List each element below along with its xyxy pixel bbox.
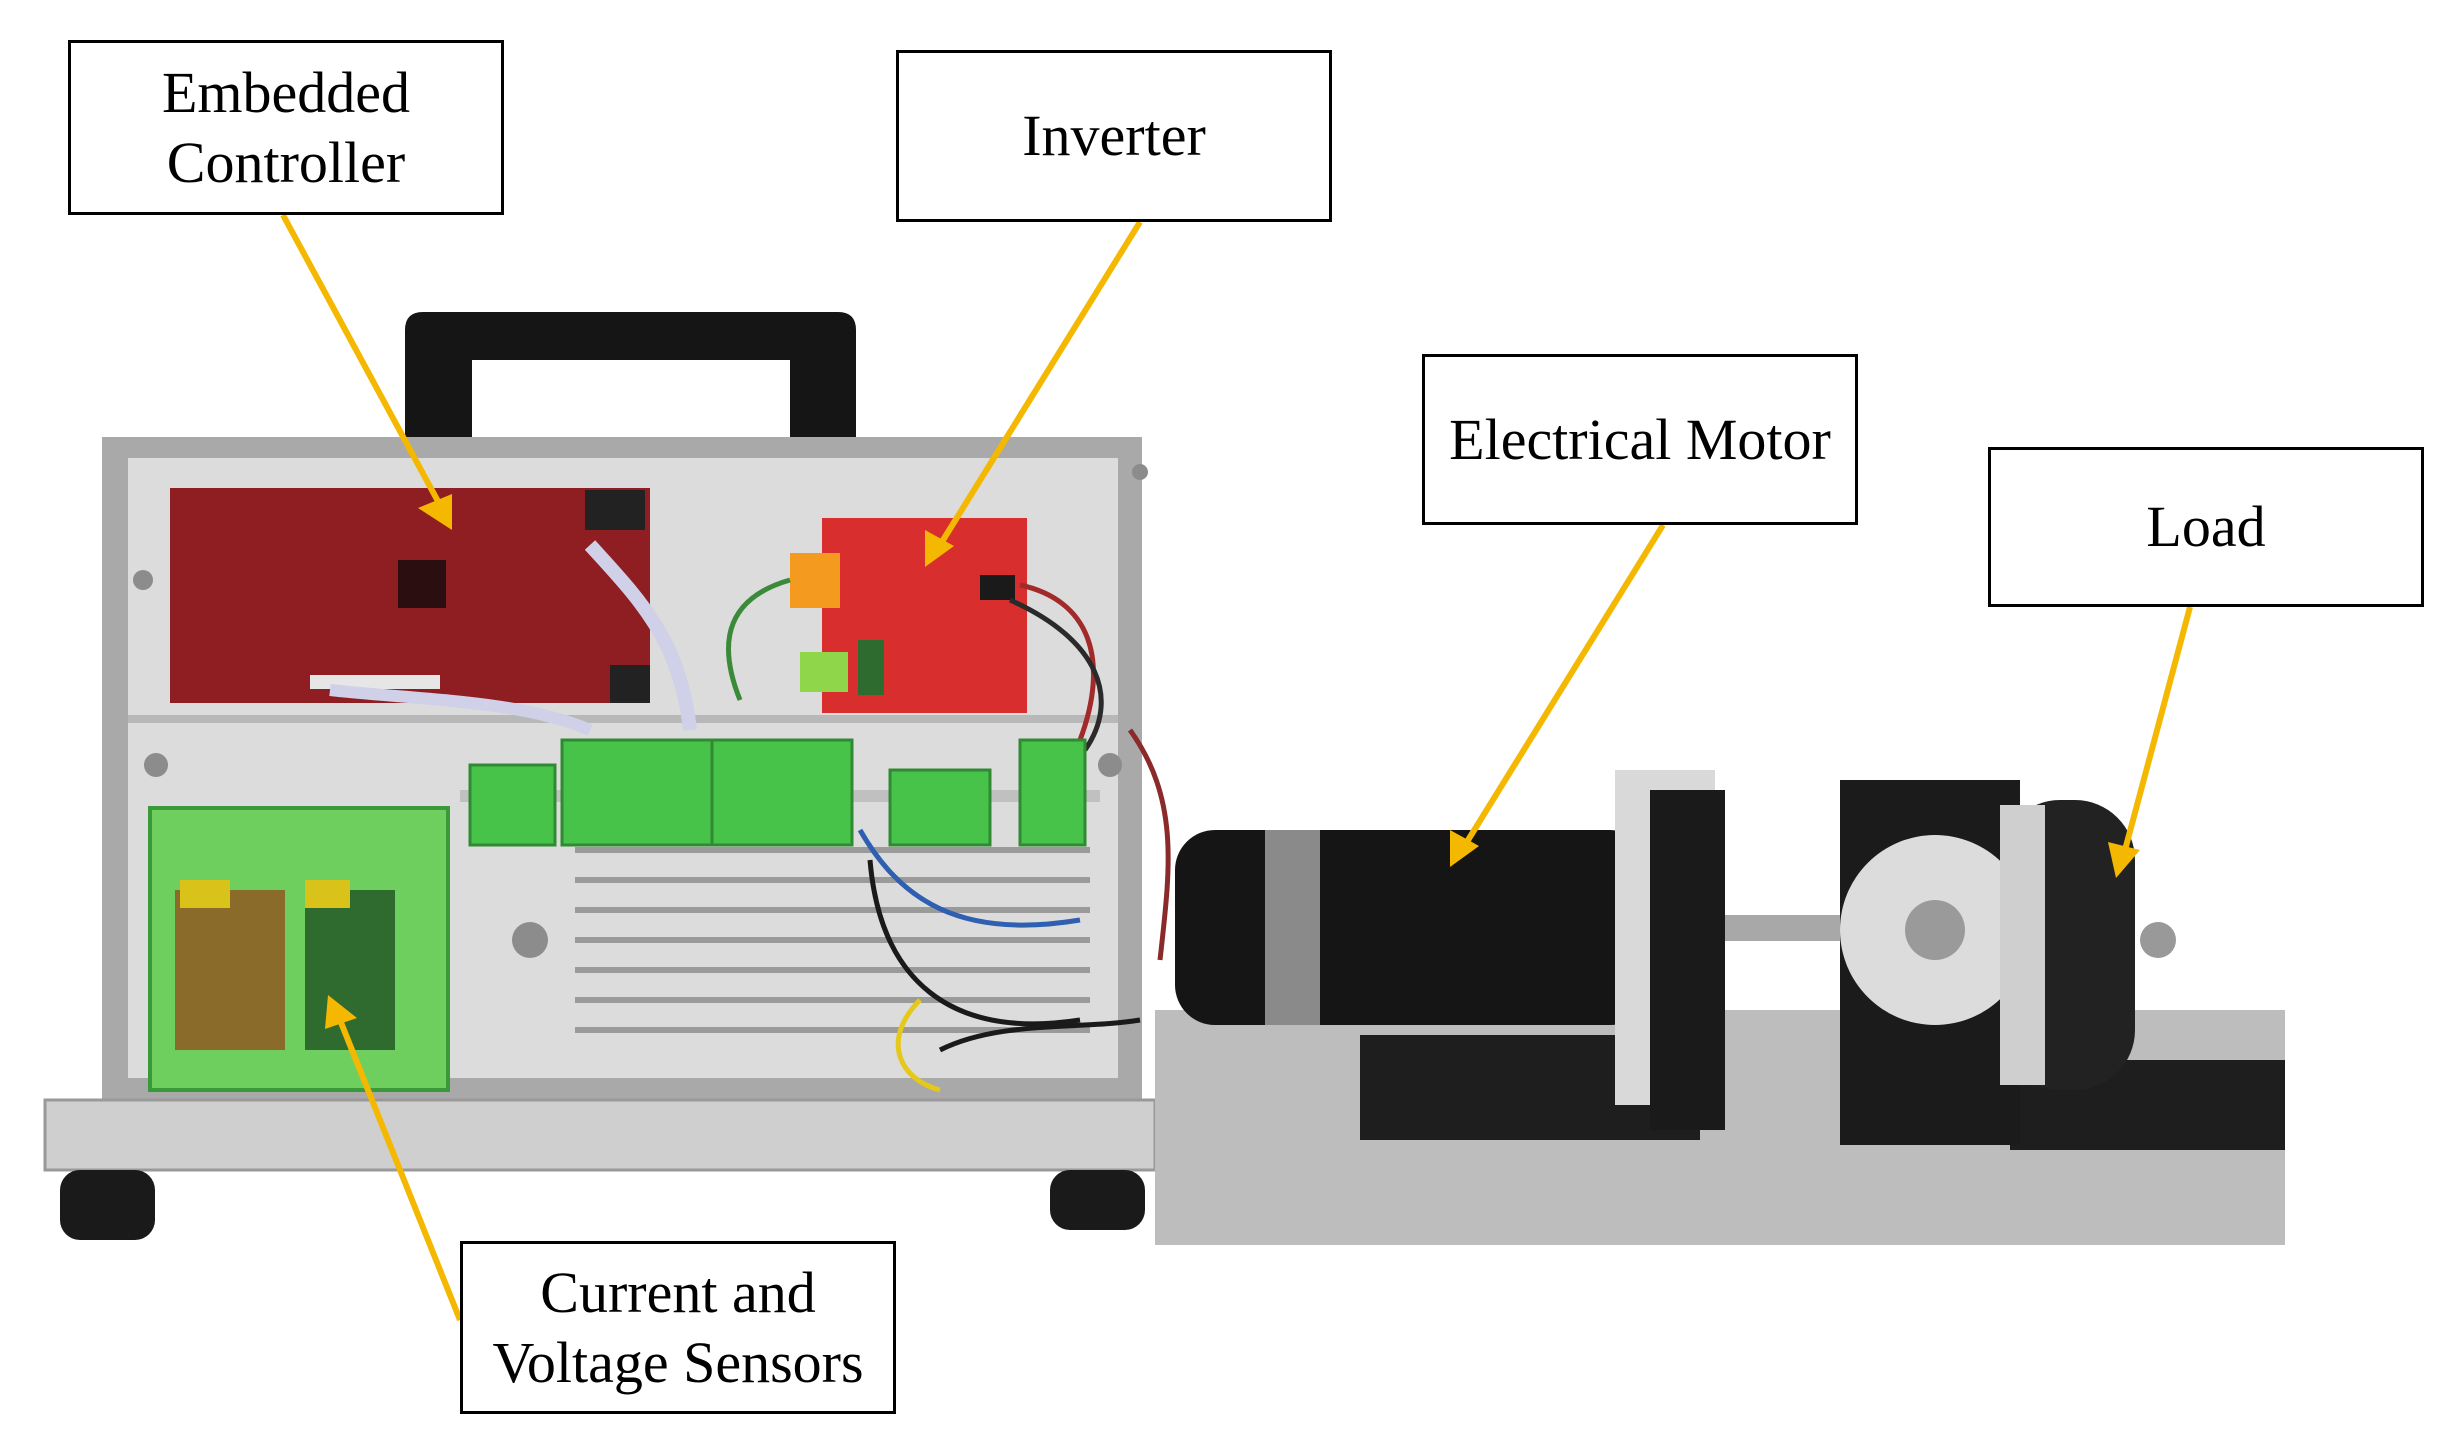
arrow-inverter <box>937 220 1143 547</box>
motor-band <box>1265 830 1320 1025</box>
arrowhead-inverter <box>925 530 954 567</box>
inverter-terminal <box>800 652 848 692</box>
signal-wires <box>726 577 1171 1093</box>
label-load: Load <box>1988 447 2424 607</box>
terminal-blocks <box>468 738 1087 847</box>
inverter-board <box>822 518 1027 713</box>
panel-screws <box>133 464 1148 958</box>
sensor-board-left <box>175 890 285 1050</box>
controller-mount-bottom <box>610 665 650 703</box>
arrowhead-sensors <box>325 995 357 1029</box>
arrow-electrical-motor <box>1462 523 1666 847</box>
controller-header <box>310 675 440 689</box>
inverter-jack <box>980 575 1015 600</box>
label-current-voltage-sensors: Current and Voltage Sensors <box>460 1241 896 1414</box>
sensor-board-right <box>305 890 395 1050</box>
label-electrical-motor: Electrical Motor <box>1422 354 1858 525</box>
load-cap <box>2140 922 2176 958</box>
inverter-cap <box>858 640 884 695</box>
inverter-connector <box>790 553 840 608</box>
label-inverter: Inverter <box>896 50 1332 222</box>
chassis-panel-divider <box>128 715 1118 723</box>
motor-body <box>1175 830 1650 1025</box>
load-hub <box>1905 900 1965 960</box>
controller-chip <box>398 560 446 608</box>
arrow-sensors <box>337 1018 463 1322</box>
arrowhead-embedded-controller <box>418 494 452 530</box>
ribbon-cable-2 <box>329 684 593 736</box>
arrowhead-electrical-motor <box>1450 830 1479 867</box>
motor-bracket <box>1650 790 1725 1130</box>
annotation-arrows <box>280 213 2193 1322</box>
sensor-connector-2 <box>305 880 350 908</box>
foot-right <box>1050 1170 1145 1230</box>
bottom-rail <box>43 1098 1157 1172</box>
label-embedded-controller: Embedded Controller <box>68 40 504 215</box>
sensor-connector-1 <box>180 880 230 908</box>
carry-handle <box>405 312 856 455</box>
vent-slots <box>575 847 1090 1033</box>
controller-mount-left <box>585 490 645 530</box>
arrow-load <box>2122 606 2193 851</box>
arrowhead-load <box>2108 842 2140 878</box>
load-clamp <box>2000 805 2045 1085</box>
foot-left <box>60 1170 155 1240</box>
ribbon-cable <box>584 540 697 731</box>
arrow-embedded-controller <box>280 213 443 507</box>
